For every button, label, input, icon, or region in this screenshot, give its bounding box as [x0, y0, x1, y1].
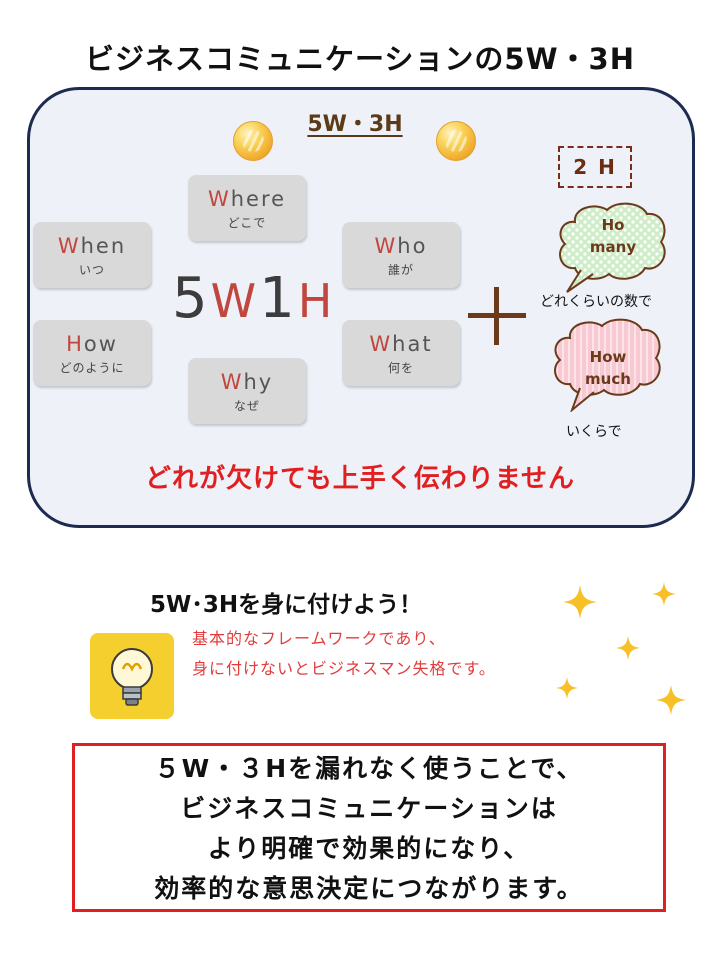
- sparkle-icon: [563, 585, 597, 619]
- center-label-5: 5: [172, 266, 211, 331]
- card-when-rest: hen: [80, 234, 127, 258]
- card-where: Where どこで: [188, 175, 306, 241]
- framework-subtitle: 5W・3H: [307, 112, 403, 137]
- card-how-rest: ow: [83, 332, 118, 356]
- speech-bubble-icon: [559, 202, 666, 293]
- card-who: Who 誰が: [342, 222, 460, 288]
- how-much-caption: いくらで: [566, 424, 622, 440]
- speech-bubble-icon: [554, 318, 661, 414]
- how-many-line1: Ho: [601, 216, 625, 234]
- how-many-line2: many: [589, 238, 637, 256]
- lightbulb-icon: [90, 633, 174, 719]
- card-when-cap: W: [57, 234, 81, 258]
- how-much-bubble: How much: [550, 316, 666, 414]
- sparkle-icon: [616, 636, 640, 660]
- card-why-cap: W: [220, 370, 244, 394]
- sparkle-icon: [652, 582, 676, 606]
- summary-line3: より明確で効果的になり、: [207, 834, 531, 863]
- card-why-jp: なぜ: [233, 399, 260, 413]
- coin-icon: [436, 121, 476, 161]
- learn-desc-line1: 基本的なフレームワークであり、: [192, 629, 446, 648]
- card-who-rest: ho: [397, 234, 428, 258]
- card-when-jp: いつ: [78, 263, 105, 277]
- summary-line2: ビジネスコミュニケーションは: [180, 794, 558, 823]
- plus-icon: [468, 287, 526, 345]
- summary-line1: ５W・３Hを漏れなく使うことで、: [154, 754, 584, 783]
- card-what-cap: W: [369, 332, 393, 356]
- card-who-jp: 誰が: [387, 263, 414, 277]
- center-label-w: W: [210, 274, 260, 328]
- center-label-h: H: [297, 274, 336, 328]
- how-much-line2: much: [585, 370, 631, 388]
- learn-description: 基本的なフレームワークであり、 身に付けないとビジネスマン失格です。: [192, 624, 496, 684]
- card-what-rest: hat: [392, 332, 433, 356]
- how-much-line1: How: [589, 348, 627, 366]
- card-how-cap: H: [66, 332, 84, 356]
- center-label-1: 1: [259, 266, 298, 331]
- sparkle-icon: [656, 685, 686, 715]
- center-5w1h-label: 5W1H: [172, 266, 335, 331]
- two-h-label: 2 H: [558, 146, 632, 188]
- sparkle-icon: [556, 677, 578, 699]
- card-where-jp: どこで: [227, 216, 267, 230]
- card-what-jp: 何を: [387, 361, 414, 375]
- learn-desc-line2: 身に付けないとビジネスマン失格です。: [192, 659, 496, 678]
- learn-title: 5W･3Hを身に付けよう！: [150, 592, 423, 618]
- how-many-caption: どれくらいの数で: [540, 294, 652, 310]
- card-where-rest: here: [230, 187, 287, 211]
- summary-box: ５W・３Hを漏れなく使うことで、 ビジネスコミュニケーションは より明確で効果的…: [72, 743, 666, 912]
- card-when: When いつ: [33, 222, 151, 288]
- card-who-cap: W: [374, 234, 398, 258]
- card-why: Why なぜ: [188, 358, 306, 424]
- card-how: How どのように: [33, 320, 151, 386]
- warning-text: どれが欠けても上手く伝わりません: [145, 464, 575, 494]
- coin-icon: [233, 121, 273, 161]
- card-what: What 何を: [342, 320, 460, 386]
- how-many-bubble: Ho many: [555, 200, 671, 296]
- summary-line4: 効率的な意思決定につながります。: [154, 874, 584, 903]
- card-how-jp: どのように: [59, 361, 125, 375]
- card-why-rest: hy: [243, 370, 274, 394]
- card-where-cap: W: [207, 187, 231, 211]
- page-title: ビジネスコミュニケーションの5W・3H: [84, 42, 636, 76]
